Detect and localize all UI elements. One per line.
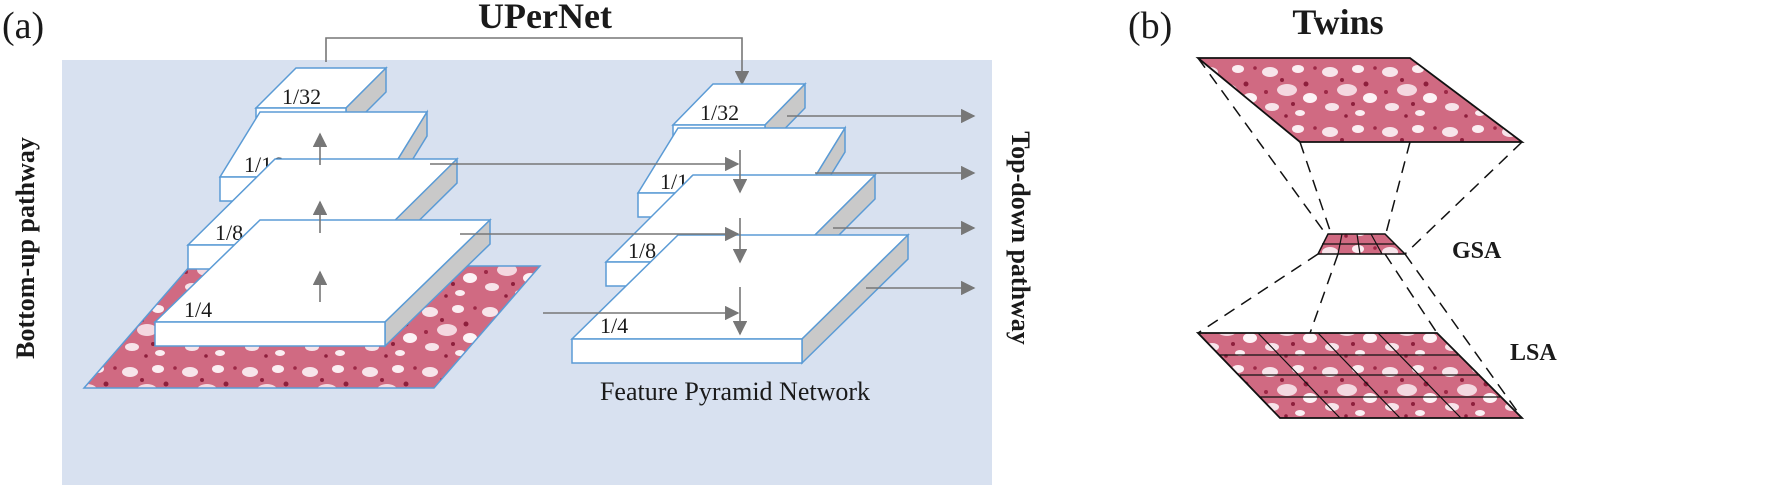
panel-a-title: UPerNet — [478, 0, 612, 36]
dash-bottom-left — [1197, 253, 1319, 334]
dash-bottom-right — [1404, 253, 1523, 419]
dash-bottom-back — [1384, 253, 1438, 334]
dash-top-left — [1197, 57, 1329, 238]
top-down-label-1-32: 1/32 — [700, 100, 739, 125]
bottom-up-pathway-label: Bottom-up pathway — [11, 137, 40, 359]
panel-a-tag: (a) — [2, 5, 44, 47]
panel-a: (a) UPerNet 1/32 1/16 1/8 — [2, 0, 1035, 485]
panel-b: (b) Twins GSA — [1128, 2, 1557, 419]
lsa-label: LSA — [1510, 340, 1557, 366]
bottom-up-label-1-4: 1/4 — [184, 297, 212, 322]
lsa-grid — [1220, 332, 1500, 419]
panel-b-title: Twins — [1292, 2, 1383, 42]
top-down-label-1-4: 1/4 — [600, 313, 628, 338]
twins-top-plane — [1195, 57, 1525, 143]
gsa-grid — [1322, 233, 1395, 255]
bottom-up-label-1-32: 1/32 — [282, 84, 321, 109]
dash-top-back — [1384, 141, 1411, 238]
gsa-label: GSA — [1452, 238, 1502, 264]
panel-b-tag: (b) — [1128, 5, 1172, 47]
top-connector-arrow — [325, 37, 750, 86]
top-down-pathway-label: Top-down pathway — [1006, 131, 1035, 345]
dash-top-right — [1404, 141, 1523, 255]
top-down-label-1-8: 1/8 — [628, 238, 656, 263]
fpn-label: Feature Pyramid Network — [600, 377, 870, 406]
